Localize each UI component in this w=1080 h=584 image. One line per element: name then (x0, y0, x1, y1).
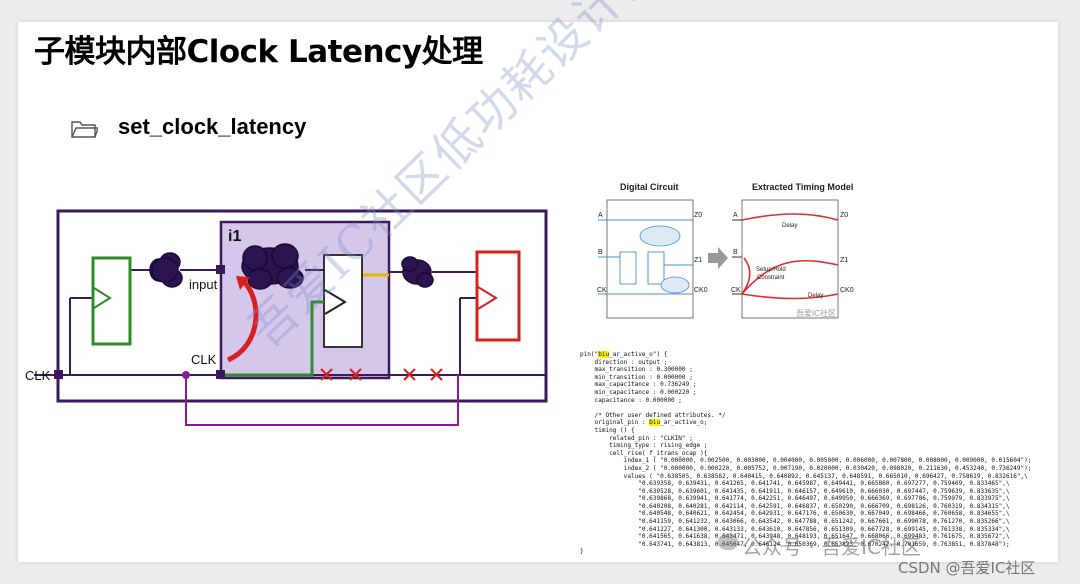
svg-text:Delay: Delay (808, 293, 823, 299)
top-module-box (56, 209, 548, 403)
svg-text:A: A (598, 212, 603, 219)
svg-text:CK: CK (731, 287, 741, 294)
launch-flop (91, 256, 132, 346)
code-line: timing () { (580, 426, 635, 434)
code-line: "0.639868, 0.639941, 0.641774, 0.642251,… (580, 495, 1010, 503)
code-line: pin("biu_ar_active_o") { (580, 351, 668, 358)
clk-outer-label: CLK (25, 368, 51, 383)
code-line: direction : output ; (580, 358, 668, 366)
svg-text:CK: CK (597, 287, 607, 294)
code-line: min_capacitance : 0.000220 ; (580, 388, 697, 396)
clk-inner-label: CLK (191, 352, 217, 367)
code-line: } (580, 548, 584, 556)
inst-label: i1 (228, 228, 241, 245)
page-title: 子模块内部Clock Latency处理 (34, 34, 483, 70)
code-line: "0.643741, 0.643813, 0.645647, 0.646124,… (580, 540, 1010, 548)
code-line: "0.641227, 0.641300, 0.643133, 0.643610,… (580, 525, 1010, 533)
svg-text:Setup/Hold: Setup/Hold (756, 267, 786, 273)
code-line: "0.641159, 0.641232, 0.643066, 0.643542,… (580, 518, 1010, 526)
code-line: index_1 ( "0.000000, 0.002500, 0.003000,… (580, 457, 1032, 465)
code-line: "0.639358, 0.639431, 0.641265, 0.641741,… (580, 480, 1010, 488)
csdn-watermark: CSDN @吾爱IC社区 (898, 559, 1036, 577)
transform-arrow-icon (708, 247, 728, 269)
svg-text:Z1: Z1 (694, 257, 702, 264)
code-line: original_pin : biu_ar_active_o; (580, 419, 708, 427)
logic-cloud-3 (401, 256, 434, 288)
svg-text:Delay: Delay (782, 223, 797, 229)
code-line: values ( "0.638505, 0.638582, 0.640415, … (580, 472, 1028, 480)
code-line: min_transition : 0.000000 ; (580, 373, 693, 381)
input-label: input (189, 277, 218, 292)
code-line: "0.640208, 0.640281, 0.642114, 0.642591,… (580, 502, 1010, 510)
capture-flop (475, 250, 521, 342)
footer-watermark: 公众号 · 吾爱IC社区 (742, 535, 921, 559)
internal-clock-path (221, 300, 324, 377)
code-line: max_capacitance : 0.736249 ; (580, 381, 697, 389)
liberty-code-snippet: pin("biu_ar_active_o") { direction : out… (580, 351, 1050, 561)
wechat-icon (718, 534, 738, 550)
folder-icon (71, 121, 98, 138)
code-line: timing_type : rising_edge ; (580, 442, 708, 450)
code-line: related_pin : "CLKIN" ; (580, 434, 693, 442)
code-line: "0.639528, 0.639601, 0.641435, 0.641911,… (580, 487, 1010, 495)
svg-text:B: B (598, 249, 603, 256)
bullet-text: set_clock_latency (118, 114, 307, 139)
clock-latency-arrow (226, 280, 259, 363)
broken-path-marks (320, 368, 443, 381)
svg-text:Z0: Z0 (840, 212, 848, 219)
logic-cloud-2 (241, 243, 304, 290)
svg-text:Constraint: Constraint (757, 275, 785, 281)
svg-text:CK0: CK0 (694, 287, 708, 294)
digital-circuit-title: Digital Circuit (620, 182, 679, 192)
logic-cloud-1 (149, 252, 183, 288)
code-line: "0.640548, 0.640621, 0.642454, 0.642931,… (580, 510, 1010, 518)
slide (18, 22, 1058, 562)
code-line: capacitance : 0.000000 ; (580, 396, 682, 404)
bypass-path (185, 375, 459, 426)
small-watermark: 吾爱IC社区 (796, 308, 836, 318)
svg-text:Z0: Z0 (694, 212, 702, 219)
svg-text:CK0: CK0 (840, 287, 854, 294)
code-line: max_transition : 0.300000 ; (580, 366, 693, 374)
code-line: "0.641565, 0.641638, 0.643471, 0.643948,… (580, 533, 1010, 541)
code-line: index_2 ( "0.000000, 0.000220, 0.005752,… (580, 464, 1032, 472)
code-line: cell_rise( f_itrans_ocap ){ (580, 449, 708, 457)
svg-text:B: B (733, 249, 738, 256)
svg-text:Z1: Z1 (840, 257, 848, 264)
svg-text:A: A (733, 212, 738, 219)
code-line: /* Other user defined attributes. */ (580, 411, 726, 419)
model-title: Extracted Timing Model (752, 182, 853, 192)
code-line (580, 404, 1050, 412)
